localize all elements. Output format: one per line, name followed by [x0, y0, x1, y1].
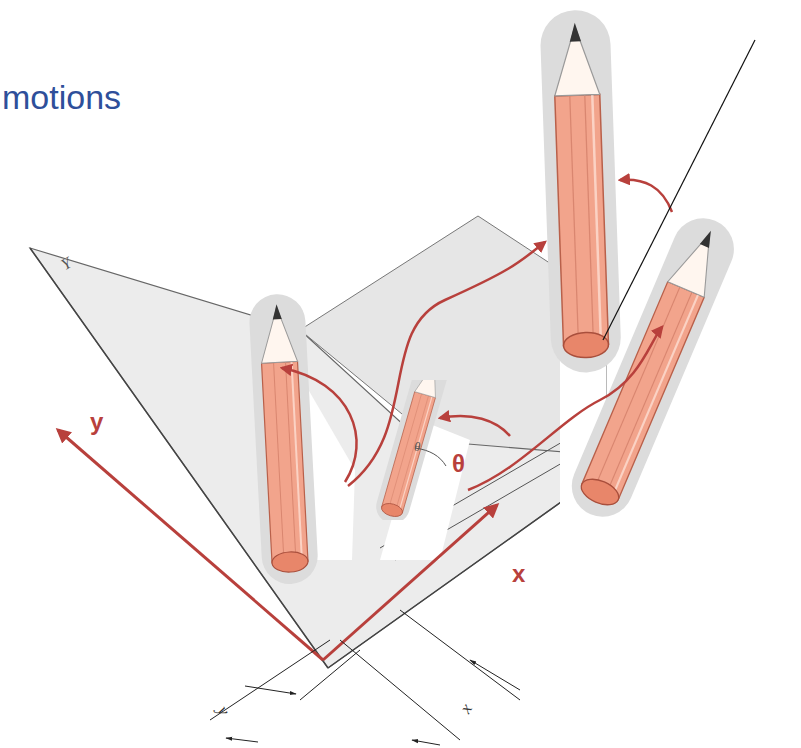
rotation-arrow — [620, 180, 672, 212]
rotation-arrow — [440, 416, 510, 436]
paper-sheet — [30, 248, 606, 668]
dimension-line — [470, 660, 520, 690]
reference-line — [603, 40, 755, 340]
slide-title: motions — [2, 80, 121, 114]
dimension-label: y — [215, 703, 233, 718]
sheet-edge — [30, 248, 328, 668]
axis-label: y — [90, 410, 103, 434]
dimension-label: x — [457, 701, 475, 716]
axis-label: x — [512, 562, 525, 586]
extension-line — [210, 640, 330, 720]
motion-arrow — [348, 242, 545, 486]
angle-label: θ — [414, 440, 420, 453]
pencil — [562, 209, 743, 527]
pencil — [539, 9, 622, 374]
x-axis-arrow — [323, 505, 497, 660]
dimension-line — [245, 686, 296, 694]
rotation-arrow — [282, 368, 357, 482]
angle-label: θ — [452, 452, 465, 476]
pencil — [248, 293, 319, 586]
extension-line — [400, 610, 520, 700]
extension-line — [300, 650, 360, 700]
extension-line — [340, 640, 460, 740]
dimension-line — [226, 738, 258, 742]
motion-arrow — [468, 327, 662, 490]
dimension-line — [412, 740, 440, 745]
